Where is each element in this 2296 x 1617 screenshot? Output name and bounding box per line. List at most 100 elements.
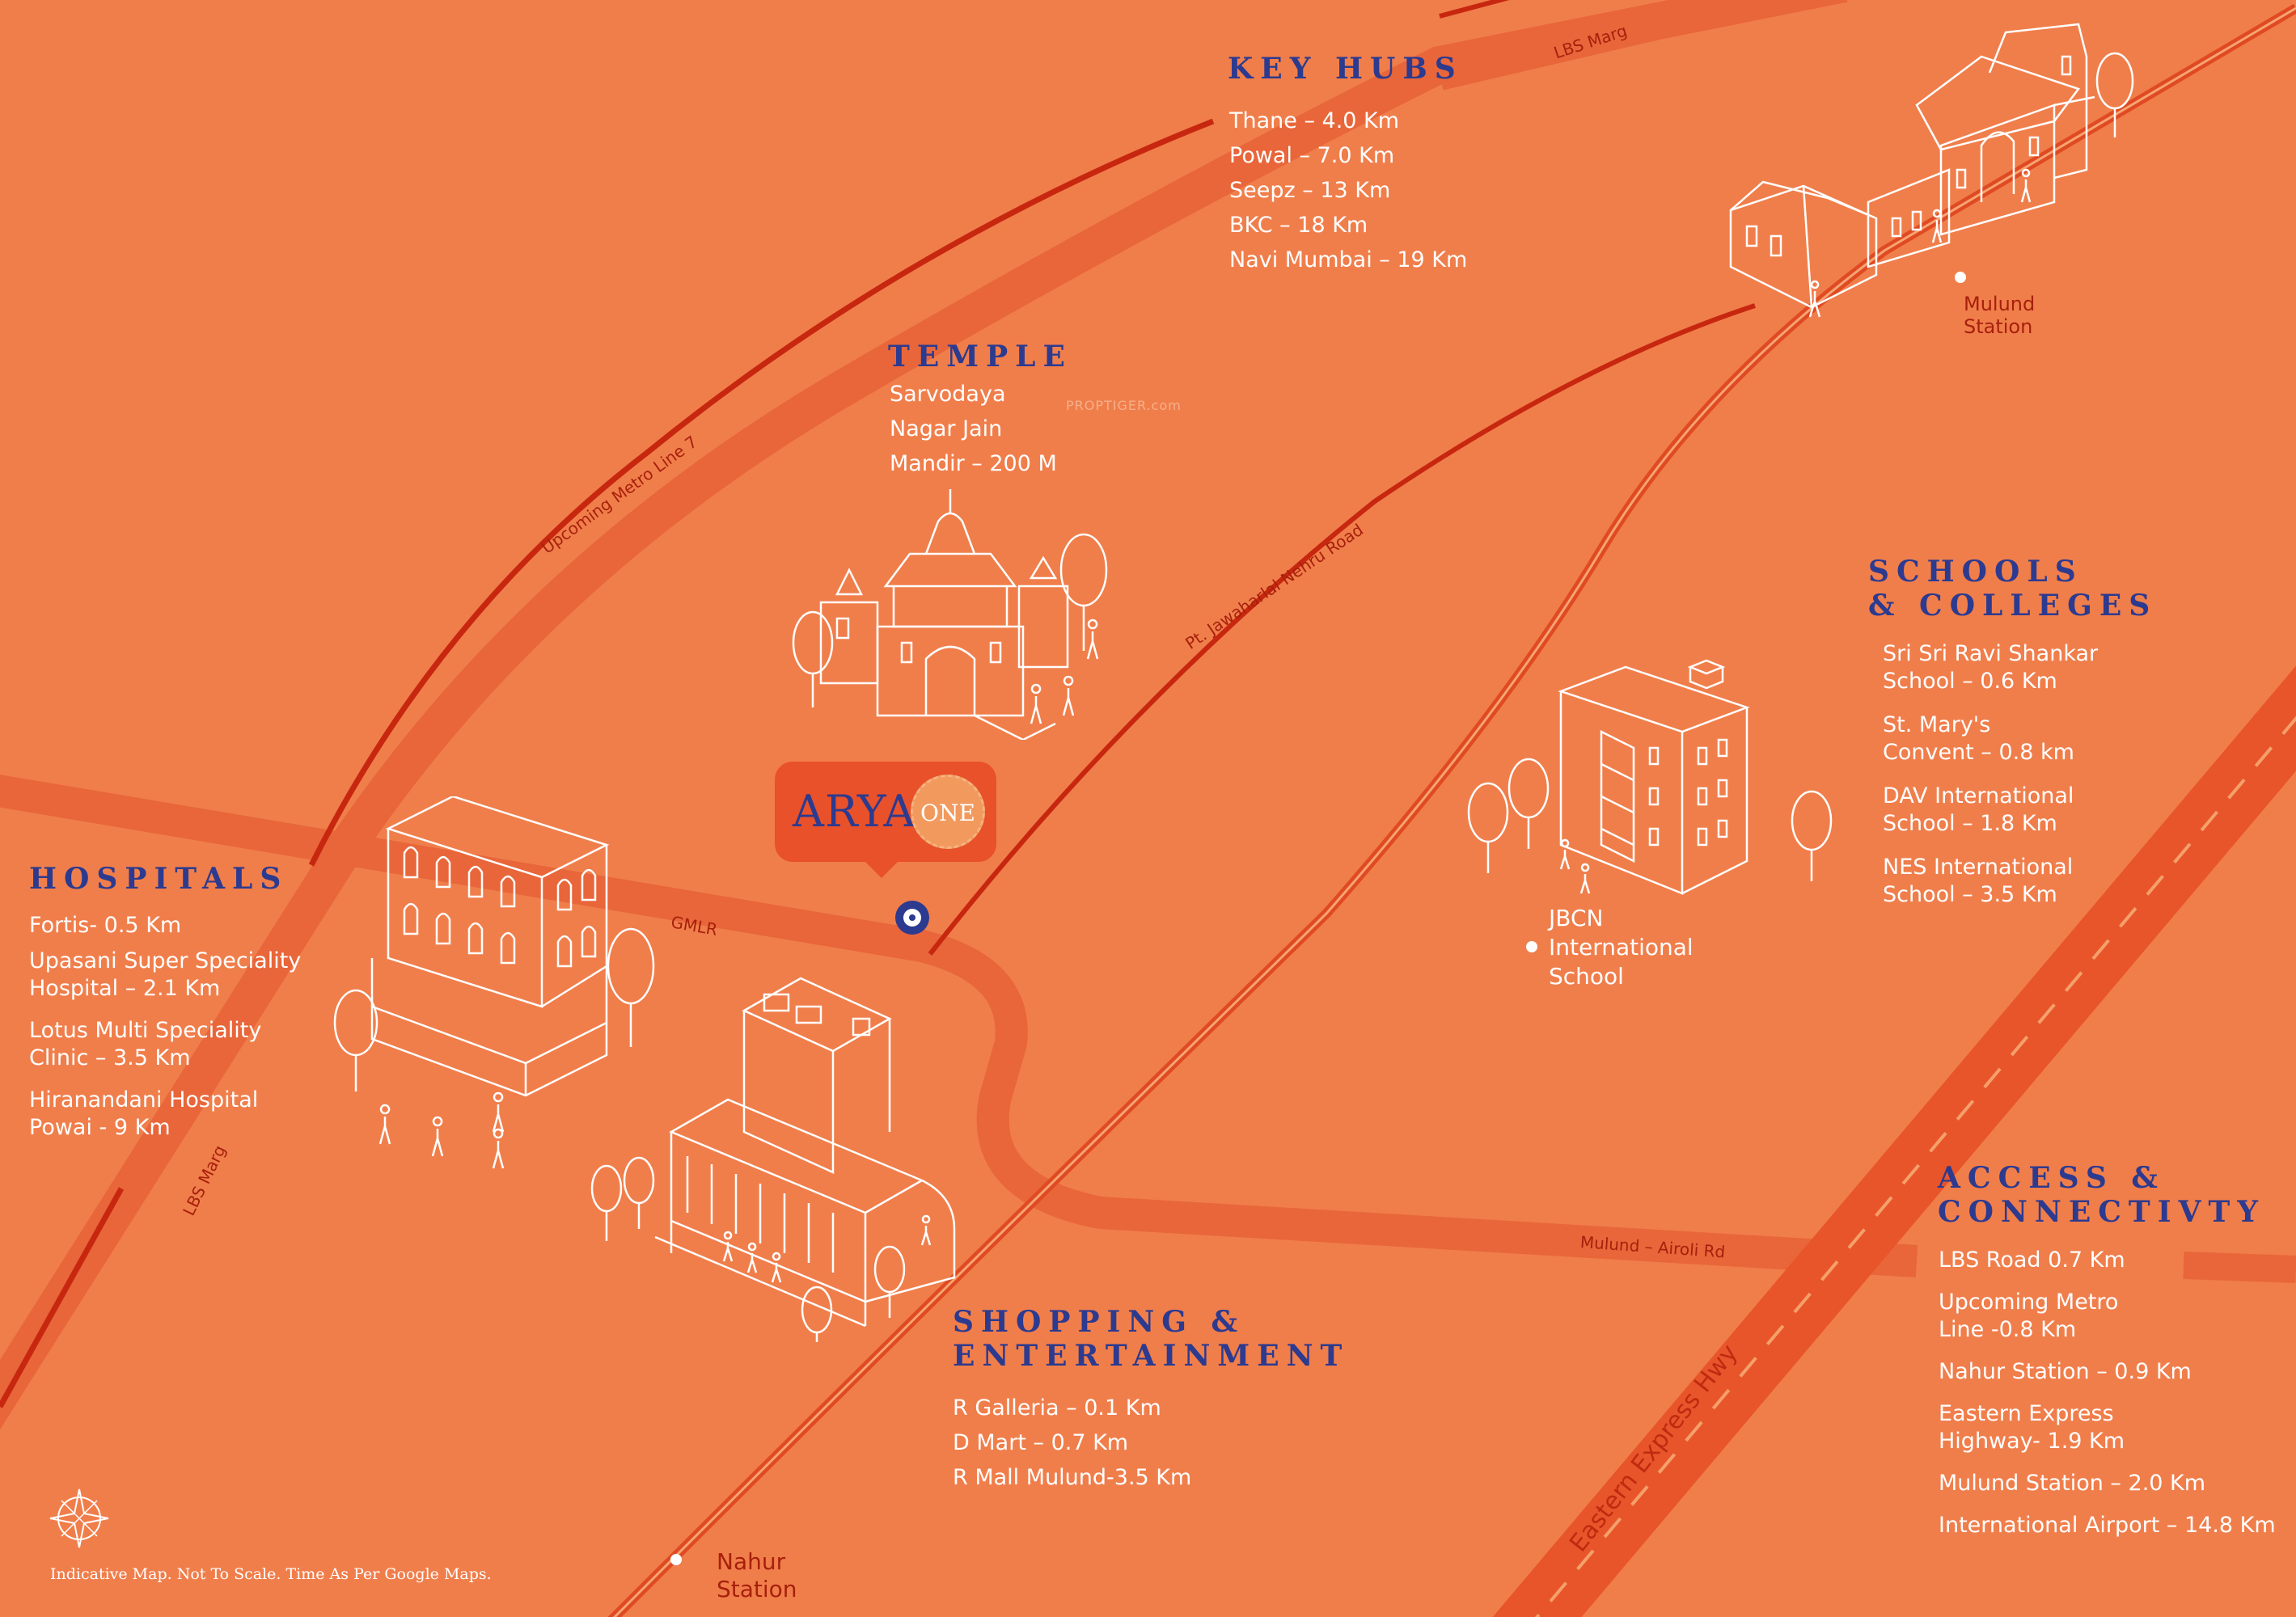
school-item-line1: DAV International	[1883, 783, 2074, 808]
shopping-item: R Galleria – 0.1 Km	[953, 1395, 1161, 1421]
schools-heading: SCHOOLS & COLLEGES	[1868, 555, 2157, 623]
school-item-line2: School – 3.5 Km	[1883, 882, 2057, 907]
access-item-line1: Nahur Station – 0.9 Km	[1939, 1359, 2192, 1384]
access-heading: ACCESS & CONNECTIVTY	[1938, 1161, 2265, 1229]
key-hub-item: Seepz – 13 Km	[1229, 178, 1391, 203]
eastern-express-centerline	[1535, 716, 2296, 1617]
access-item-line1: Upcoming Metro	[1939, 1290, 2119, 1315]
hospital-building-icon	[333, 796, 655, 1169]
jbcn-line1: JBCN	[1549, 905, 1604, 931]
nahur-station-line1: Nahur	[717, 1548, 786, 1575]
lbs-top-thin	[1439, 0, 1510, 19]
nahur-station-dot	[670, 1554, 682, 1565]
lbs-marg-band	[0, 0, 1848, 1430]
temple-item: Sarvodaya	[890, 382, 1006, 407]
temple-item: Mandir – 200 M	[890, 451, 1057, 476]
access-item: LBS Road 0.7 Km	[1939, 1247, 2276, 1274]
temple-heading: TEMPLE	[888, 340, 1072, 374]
access-item-line2: Highway- 1.9 Km	[1939, 1429, 2125, 1454]
location-pin-ring	[903, 909, 921, 927]
key-hub-item: Powal – 7.0 Km	[1229, 143, 1395, 168]
hospital-item-line1: Hiranandani Hospital	[29, 1087, 259, 1112]
hospital-item: Fortis- 0.5 Km	[29, 912, 301, 939]
hospitals-heading: HOSPITALS	[29, 862, 289, 896]
nahur-station-line2: Station	[717, 1576, 797, 1602]
metro-line-7	[308, 118, 1215, 867]
key-hub-item: Navi Mumbai – 19 Km	[1229, 247, 1468, 272]
location-pin-core	[909, 914, 915, 921]
shopping-item: D Mart – 0.7 Km	[953, 1430, 1129, 1455]
access-heading-line1: ACCESS &	[1938, 1161, 2165, 1195]
jbcn-line2: International	[1549, 934, 1693, 960]
access-band	[2183, 1252, 2296, 1283]
shopping-item: R Mall Mulund-3.5 Km	[953, 1465, 1192, 1490]
lbs-left-thin	[0, 1187, 125, 1408]
mulund-station-label: Mulund Station	[1964, 293, 2035, 338]
school-item-line2: School – 1.8 Km	[1883, 811, 2057, 836]
brand-marker-tail	[864, 860, 899, 878]
temple-list: Sarvodaya Nagar Jain Mandir – 200 M	[890, 377, 1057, 481]
jbcn-label: JBCN International School	[1549, 904, 1693, 991]
project-brand-marker: ARYA ONE	[775, 762, 996, 862]
compass-icon	[49, 1488, 109, 1548]
hospital-item-line1: Lotus Multi Speciality	[29, 1018, 262, 1043]
school-item-line1: St. Mary's	[1883, 712, 1991, 737]
schools-heading-line1: SCHOOLS	[1868, 555, 2083, 589]
shopping-list: R Galleria – 0.1 Km D Mart – 0.7 Km R Ma…	[953, 1391, 1191, 1495]
school-item-line1: Sri Sri Ravi Shankar	[1883, 641, 2099, 666]
jbcn-line3: School	[1549, 963, 1624, 990]
mulund-station-line2: Station	[1964, 315, 2033, 338]
brand-sub: ONE	[920, 800, 975, 826]
mulund-station-line1: Mulund	[1964, 293, 2036, 315]
temple-item: Nagar Jain	[890, 416, 1003, 441]
mulund-station-dot	[1955, 272, 1966, 283]
key-hubs-list: Thane – 4.0 Km Powal – 7.0 Km Seepz – 13…	[1229, 103, 1467, 277]
temple-icon	[792, 489, 1108, 740]
railway-line-inner	[612, 6, 2296, 1617]
key-hub-item: Thane – 4.0 Km	[1229, 108, 1400, 133]
watermark: PROPTIGER.com	[1066, 398, 1182, 413]
access-item: Nahur Station – 0.9 Km	[1939, 1358, 2276, 1386]
access-item: International Airport – 14.8 Km	[1939, 1512, 2276, 1539]
hospital-item-line1: Fortis- 0.5 Km	[29, 913, 182, 938]
lbs-top-band	[1436, 0, 1830, 91]
sun-emblem-icon: ONE	[911, 775, 985, 849]
access-item-line1: Mulund Station – 2.0 Km	[1939, 1471, 2206, 1496]
access-item-line1: Eastern Express	[1939, 1401, 2114, 1426]
brand-name: ARYA	[793, 786, 916, 837]
nehru-road	[928, 303, 1756, 956]
shopping-heading: SHOPPING & ENTERTAINMENT	[953, 1305, 1349, 1373]
access-item-line2: Line -0.8 Km	[1939, 1317, 2077, 1342]
hospital-item-line1: Upasani Super Speciality	[29, 948, 302, 973]
key-hub-item: BKC – 18 Km	[1229, 213, 1368, 238]
hospital-item-line2: Hospital – 2.1 Km	[29, 976, 221, 1001]
shopping-heading-line1: SHOPPING &	[953, 1305, 1245, 1339]
access-item-line1: International Airport – 14.8 Km	[1939, 1513, 2276, 1538]
hospital-item-line2: Clinic – 3.5 Km	[29, 1045, 191, 1070]
mall-building-icon	[590, 977, 956, 1342]
map-disclaimer: Indicative Map. Not To Scale. Time As Pe…	[50, 1565, 492, 1583]
school-item-line2: School – 0.6 Km	[1883, 669, 2057, 694]
access-heading-line2: CONNECTIVTY	[1938, 1195, 2265, 1229]
jbcn-dot	[1526, 941, 1537, 952]
school-building-icon	[1467, 659, 1833, 895]
schools-heading-line2: & COLLEGES	[1868, 589, 2158, 623]
access-item: Mulund Station – 2.0 Km	[1939, 1470, 2276, 1497]
school-item-line2: Convent – 0.8 km	[1883, 740, 2074, 765]
key-hubs-heading: KEY HUBS	[1228, 52, 1463, 86]
location-pin-icon	[895, 901, 929, 935]
school-item-line1: NES International	[1883, 855, 2074, 880]
